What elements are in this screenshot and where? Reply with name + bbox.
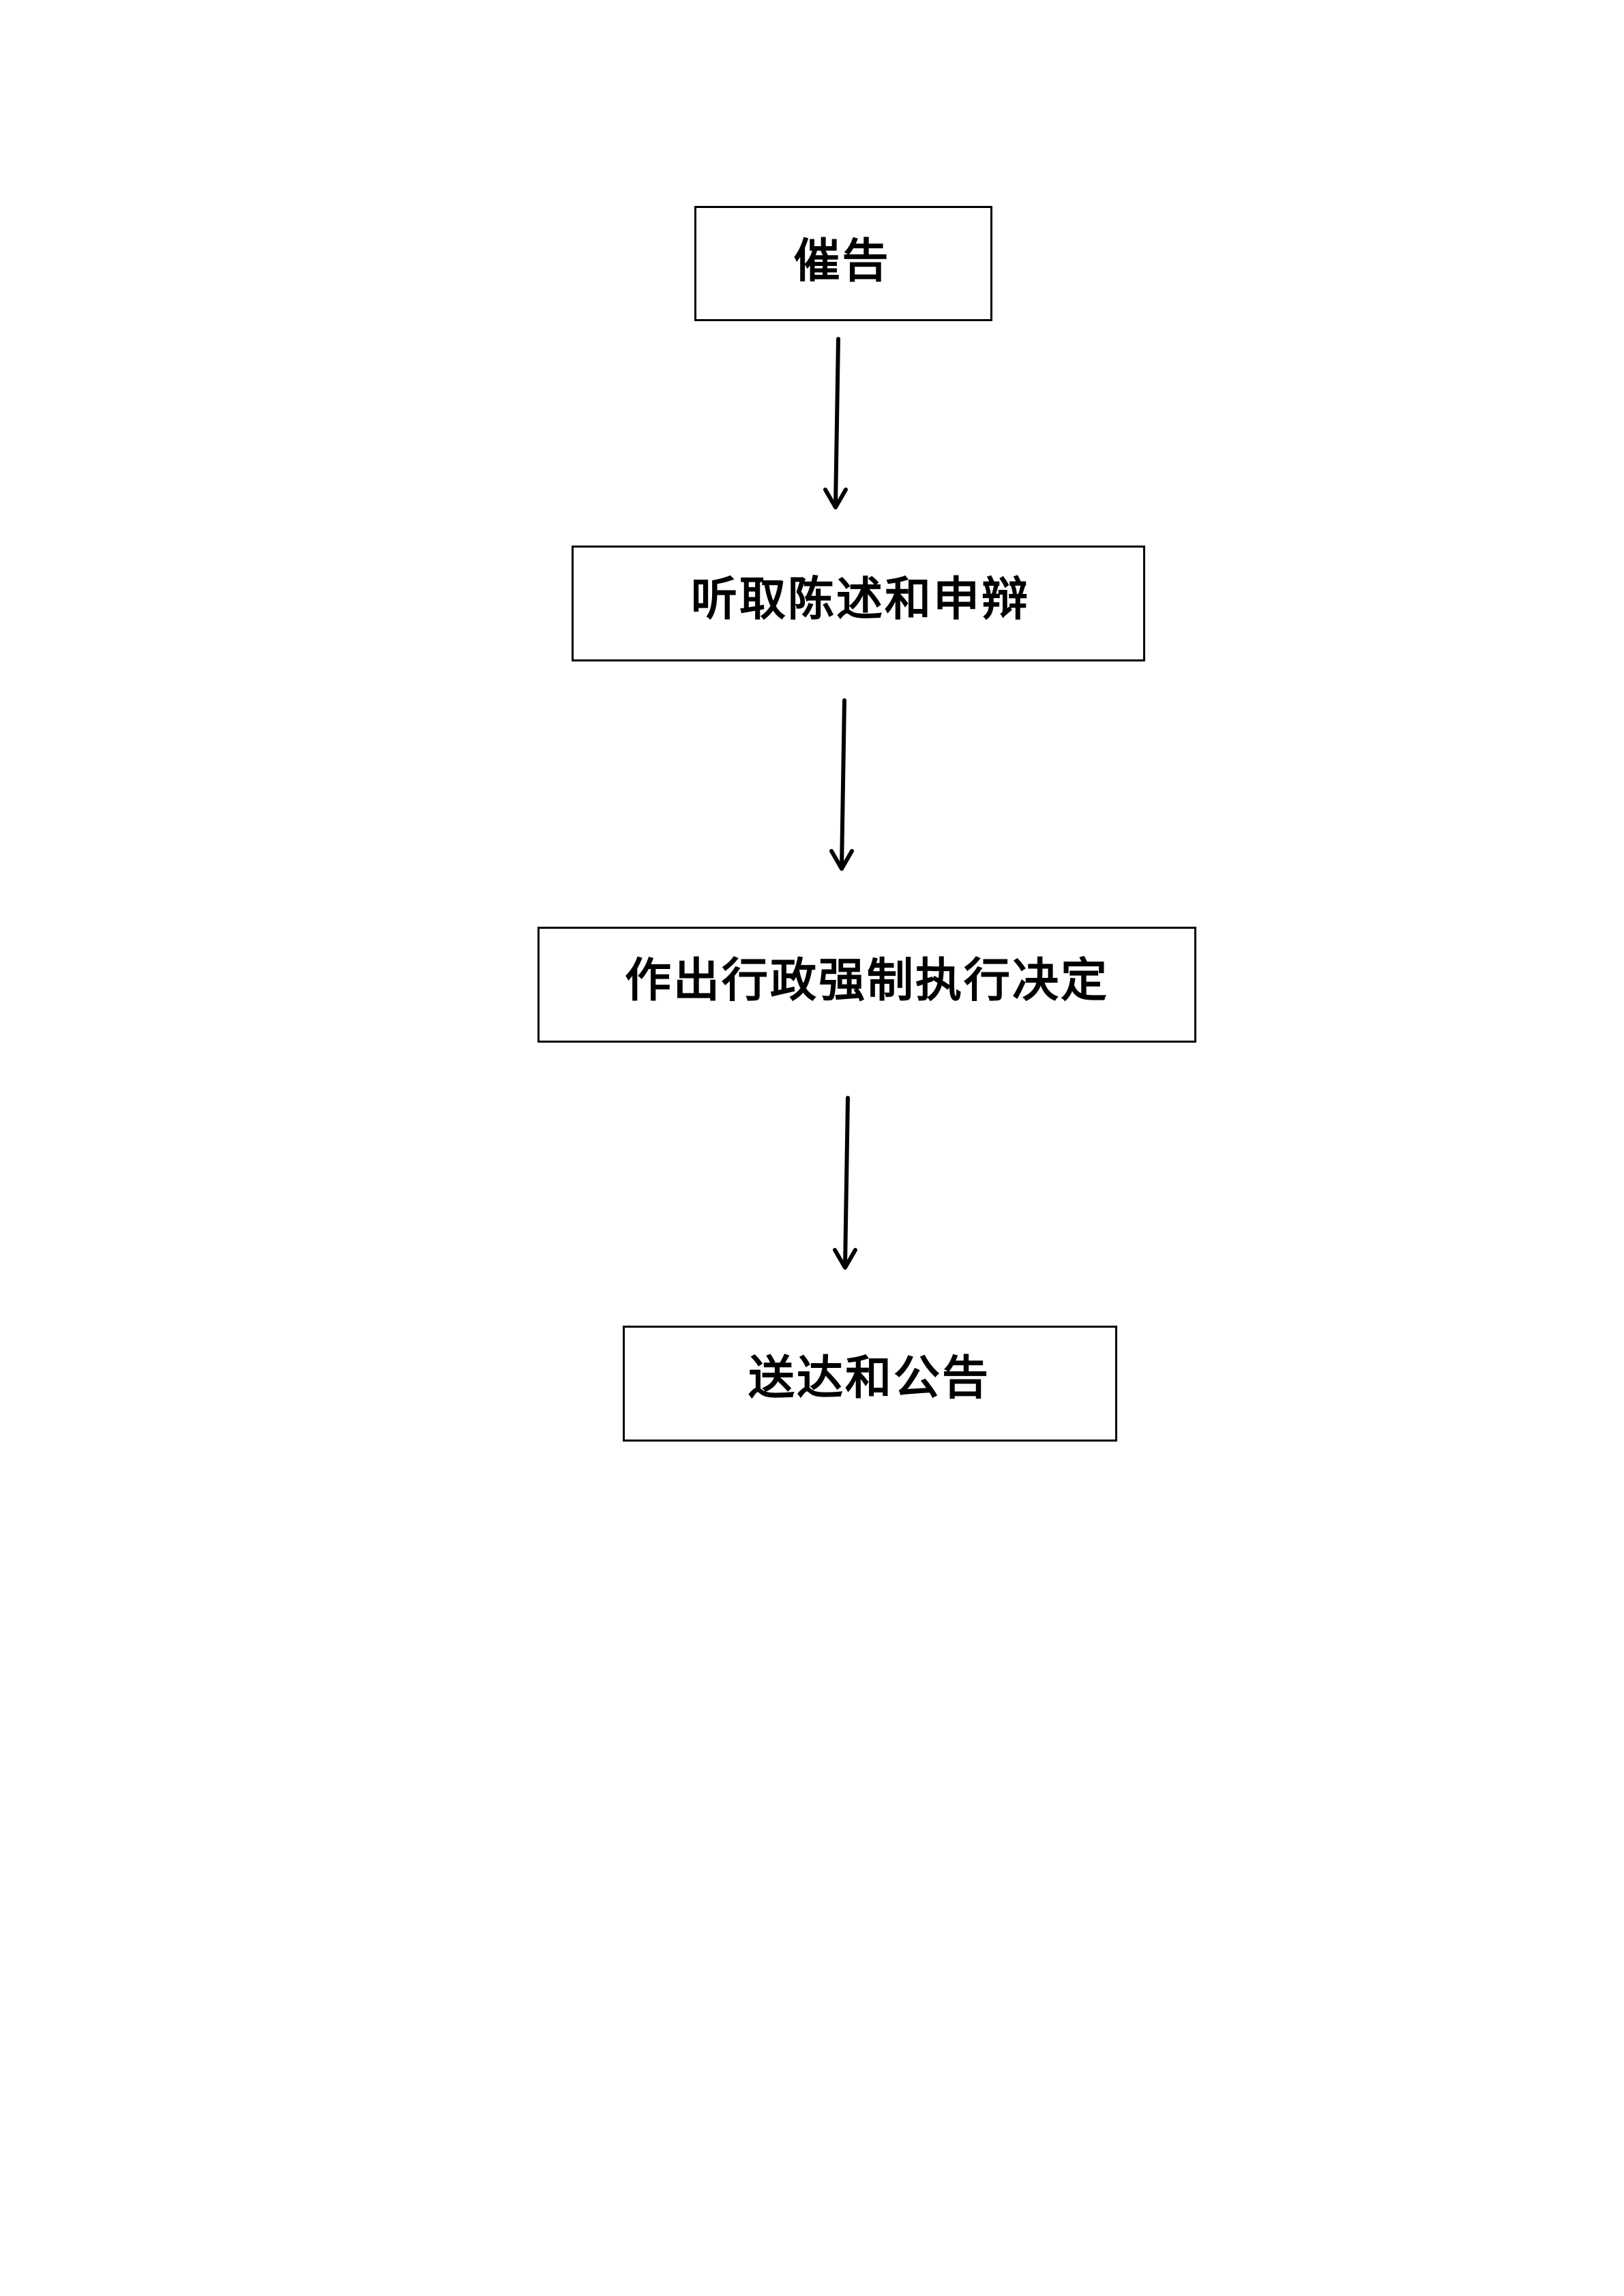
arrow-down-icon xyxy=(833,1096,857,1270)
flow-step-decision: 作出行政强制执行决定 xyxy=(537,927,1196,1043)
flow-step-label: 催告 xyxy=(793,233,891,288)
flow-step-notice: 催告 xyxy=(694,206,992,321)
flow-step-label: 作出行政强制执行决定 xyxy=(624,953,1109,1008)
flow-step-label: 听取陈述和申辩 xyxy=(690,572,1030,627)
flow-step-label: 送达和公告 xyxy=(748,1351,990,1405)
arrow-down-icon xyxy=(823,337,848,509)
flow-step-hearing: 听取陈述和申辩 xyxy=(572,546,1145,661)
flow-step-delivery: 送达和公告 xyxy=(623,1326,1117,1442)
arrow-down-icon xyxy=(829,698,854,871)
